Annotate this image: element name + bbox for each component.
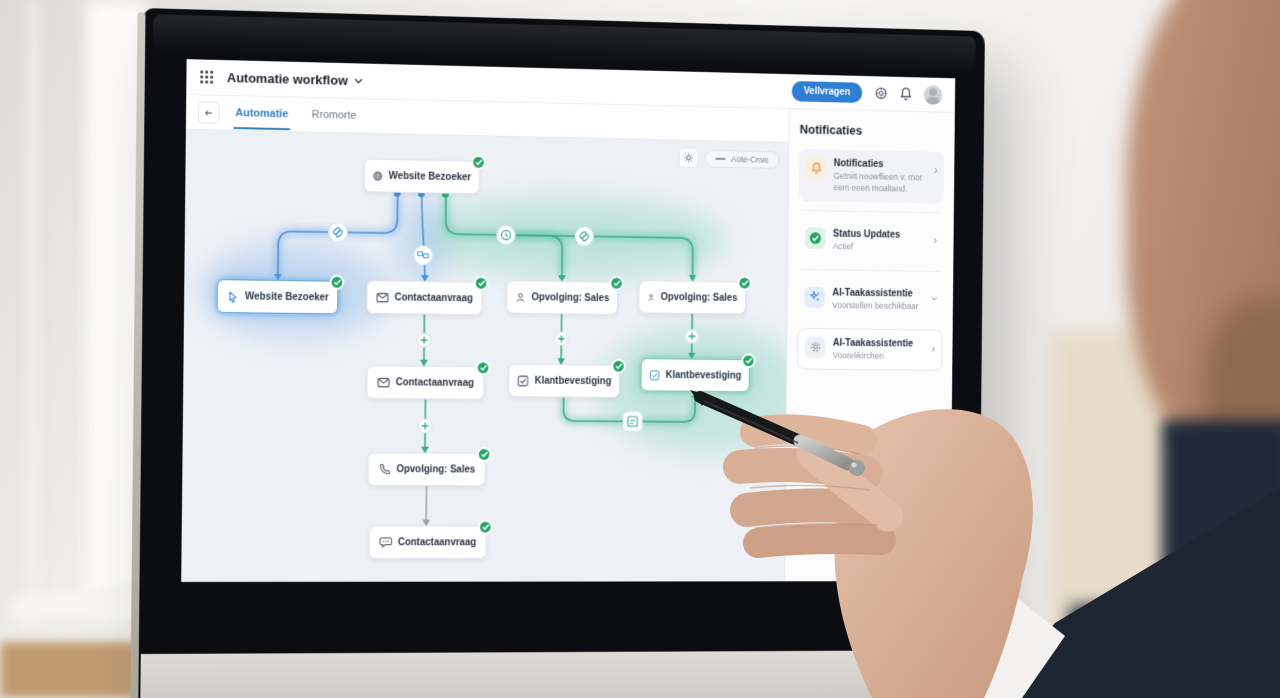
add-step-icon[interactable]	[418, 419, 432, 433]
workflow-node-contactaanvraag-2[interactable]: Contactaanvraag	[366, 360, 491, 400]
bell-icon[interactable]	[900, 87, 912, 102]
workflow-column: Automatie Rromorte	[181, 95, 789, 582]
workflow-canvas: Aote-Cnve	[181, 129, 789, 582]
workflow-connectors	[181, 130, 788, 527]
divider	[800, 268, 942, 272]
check-badge	[741, 353, 756, 369]
add-step-icon[interactable]	[555, 332, 568, 346]
canvas-toolbar: Aote-Cnve	[678, 147, 780, 169]
toggle-dash-icon	[715, 157, 726, 160]
workflow-node-contactaanvraag-3[interactable]: Contactaanvraag	[368, 519, 493, 560]
check-badge	[609, 275, 624, 291]
clock-icon[interactable]	[497, 226, 515, 245]
chevron-right-icon: ›	[934, 163, 938, 177]
notification-item-ai-assist-2[interactable]: AI-Taakassistentie Voorelikirchen ›	[797, 327, 943, 372]
branch-icon[interactable]	[414, 246, 433, 265]
check-badge	[737, 275, 752, 291]
check-badge	[475, 360, 491, 376]
link-icon[interactable]	[575, 227, 593, 246]
app-body: Automatie Rromorte	[181, 95, 955, 582]
status-check-icon	[805, 227, 826, 249]
chevron-down-icon	[354, 78, 363, 84]
workflow-node-website-bezoeker[interactable]: Website Bezoeker	[216, 274, 345, 315]
tab-rromorte[interactable]: Rromorte	[311, 108, 357, 122]
notification-item-notificaties[interactable]: Notificaties Getniit noowflieen v. mor e…	[798, 148, 945, 204]
notification-item-status-updates[interactable]: Status Updates Actief ›	[798, 219, 943, 262]
hand	[723, 409, 1033, 698]
check-badge	[611, 358, 626, 374]
link-icon[interactable]	[329, 223, 348, 242]
add-step-icon[interactable]	[685, 329, 698, 343]
panel-title: Notificaties	[799, 122, 863, 138]
note-icon[interactable]	[623, 412, 642, 432]
tab-automatie[interactable]: Automatie	[233, 98, 290, 129]
settings-icon[interactable]	[874, 86, 888, 101]
globe-icon	[373, 169, 383, 182]
divider	[800, 209, 942, 214]
mail-icon	[376, 292, 389, 303]
window-frame-line	[28, 0, 38, 640]
workflow-node-website-bezoeker-trigger[interactable]: Website Bezoeker	[363, 154, 486, 195]
mail-icon	[377, 377, 390, 388]
tab-bar: Automatie Rromorte	[185, 95, 789, 143]
workflow-title-dropdown[interactable]: Automatie workflow	[227, 70, 363, 88]
chat-icon	[379, 536, 392, 548]
add-step-icon[interactable]	[417, 333, 431, 347]
stylus-pen	[690, 390, 865, 476]
workflow-node-opvolging-sales-2[interactable]: Opvolging: Sales	[638, 275, 752, 315]
check-badge	[478, 519, 493, 535]
monitor: Automatie workflow Vellvragen	[130, 8, 985, 698]
avatar[interactable]	[923, 84, 943, 105]
phone-icon	[378, 463, 391, 476]
chevron-right-icon: ›	[933, 233, 938, 247]
page-title: Automatie workflow	[226, 70, 348, 88]
chevron-down-icon: ›	[928, 296, 942, 301]
check-square-icon	[517, 374, 529, 387]
workflow-node-opvolging-sales-3[interactable]: Opvolging: Sales	[367, 446, 492, 487]
check-badge	[473, 275, 489, 291]
toggle-label: Aote-Cnve	[731, 153, 769, 165]
gear-icon	[804, 336, 826, 358]
sparkles-icon	[804, 285, 826, 308]
workflow-node-opvolging-sales-1[interactable]: Opvolging: Sales	[506, 275, 624, 315]
primary-action-button[interactable]: Vellvragen	[791, 80, 863, 103]
hand-with-stylus	[690, 390, 1280, 698]
notification-item-ai-assist[interactable]: AI-Taakassistentie Voorstellen beschikba…	[798, 278, 943, 320]
user-icon	[515, 291, 526, 304]
back-button[interactable]	[197, 101, 220, 124]
check-badge	[329, 274, 345, 290]
app-launcher-grid-icon[interactable]	[200, 70, 213, 84]
header-actions: Vellvragen	[791, 80, 943, 105]
check-square-icon	[649, 368, 660, 381]
chevron-right-icon: ›	[931, 341, 936, 355]
check-badge	[471, 154, 486, 170]
auto-curve-toggle[interactable]: Aote-Cnve	[704, 149, 780, 169]
user-icon	[647, 290, 655, 303]
app-window: Automatie workflow Vellvragen	[181, 59, 956, 582]
canvas-settings-icon[interactable]	[678, 147, 699, 169]
suit-sleeve	[990, 488, 1280, 698]
bell-icon	[805, 156, 827, 179]
cursor-icon	[226, 290, 239, 303]
check-badge	[476, 446, 492, 462]
workflow-node-klantbevestiging-1[interactable]: Klantbevestiging	[508, 358, 626, 398]
workflow-node-contactaanvraag-1[interactable]: Contactaanvraag	[366, 275, 489, 316]
